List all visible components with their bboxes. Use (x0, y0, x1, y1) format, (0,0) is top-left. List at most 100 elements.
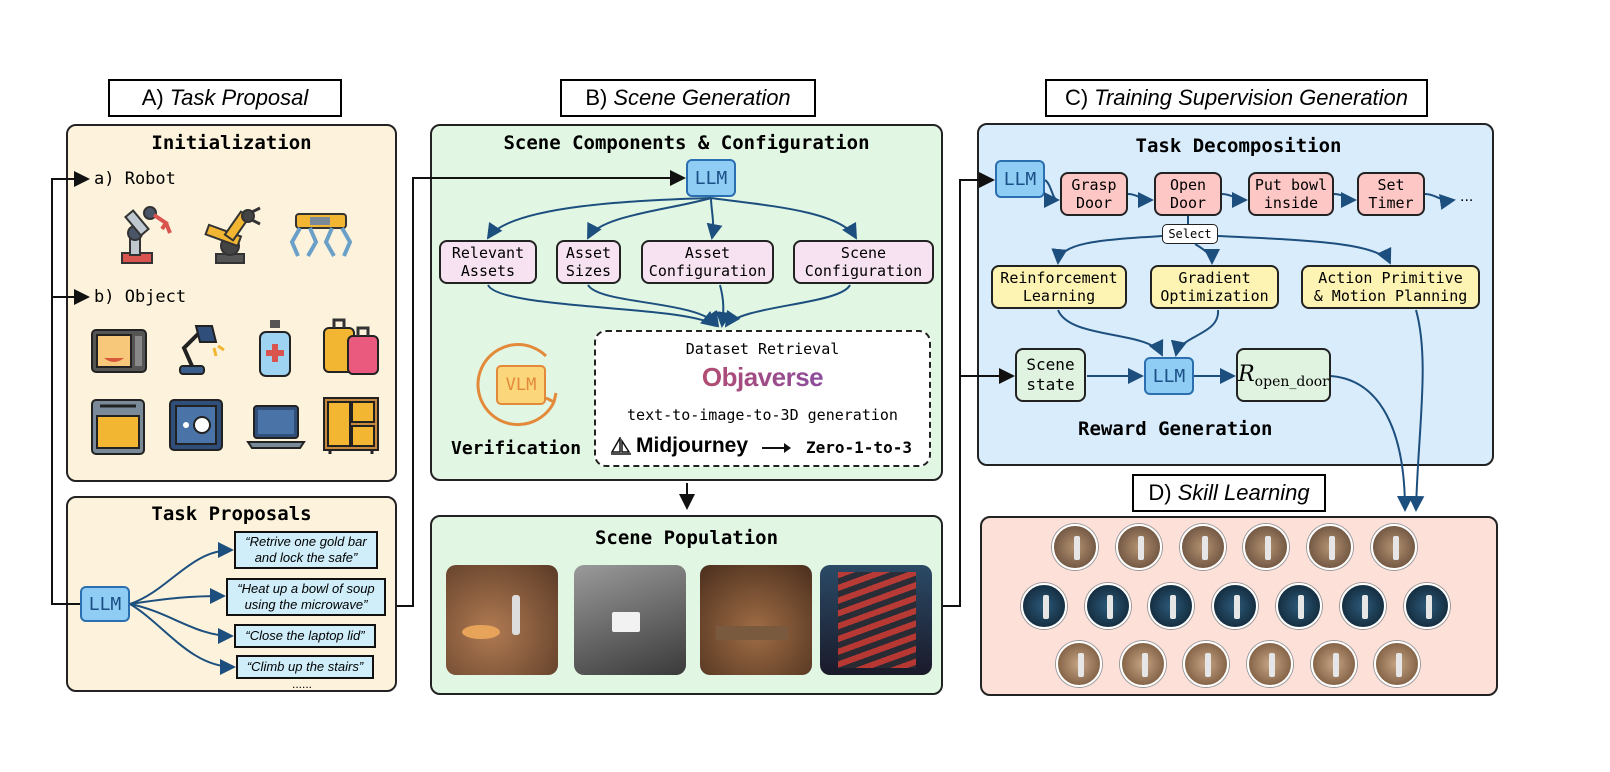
section-d-name: Skill Learning (1177, 480, 1310, 505)
scene-state-box: Scene state (1015, 348, 1086, 402)
skill-thumbnail (1085, 583, 1131, 629)
skill-robot-shape (1170, 595, 1176, 619)
reward-subscript: open_door (1254, 374, 1329, 390)
skill-robot-shape (1234, 595, 1240, 619)
skill-thumbnail (1120, 641, 1166, 687)
scene-thumbnail (700, 565, 812, 675)
initialization-title: Initialization (151, 132, 312, 154)
section-title-d: D)Skill Learning (1132, 474, 1326, 512)
subtask-put-bowl-inside: Put bowl inside (1248, 172, 1334, 216)
stairs-shape (838, 572, 916, 668)
skill-robot-shape (1107, 595, 1113, 619)
microwave-shape (612, 612, 640, 632)
soap-dispenser-icon (259, 320, 291, 377)
safe-icon (169, 399, 223, 451)
section-c-name: Training Supervision Generation (1094, 85, 1409, 110)
microwave-icon (91, 329, 147, 373)
skill-thumbnail (1116, 524, 1162, 570)
skill-thumbnail (1148, 583, 1194, 629)
skill-thumbnail (1056, 641, 1102, 687)
robot-arm-icon (121, 206, 172, 264)
skill-robot-shape (1393, 536, 1399, 560)
proposal-item: “Close the laptop lid” (234, 624, 376, 648)
objaverse-logo: Objaverse (594, 362, 931, 393)
reward-generation-title: Reward Generation (1078, 418, 1273, 440)
task-decomposition-title: Task Decomposition (1135, 135, 1342, 157)
skill-robot-shape (1205, 653, 1211, 677)
laptop-icon (246, 405, 306, 449)
section-c-prefix: C) (1064, 85, 1089, 110)
verification-label: Verification (451, 438, 582, 459)
section-d-prefix: D) (1148, 480, 1172, 505)
section-title-b: B)Scene Generation (560, 79, 816, 117)
zero123-label: Zero-1-to-3 (806, 438, 912, 457)
llm-task-proposal: LLM (80, 586, 130, 622)
skill-thumbnail (1243, 524, 1289, 570)
vlm-box: VLM (496, 365, 546, 405)
section-a-prefix: A) (141, 85, 164, 110)
midjourney-label: Midjourney (636, 434, 749, 457)
scene-population-title: Scene Population (594, 527, 779, 549)
generation-text: text-to-image-to-3D generation (627, 406, 898, 424)
skill-robot-shape (1269, 653, 1275, 677)
llm-scene: LLM (686, 159, 736, 197)
subtask-set-timer: Set Timer (1357, 172, 1425, 216)
quadruped-robot-icon (289, 213, 353, 257)
skill-robot-shape (1078, 653, 1084, 677)
desk-lamp-icon (179, 325, 225, 375)
component-asset-configuration: Asset Configuration (641, 240, 774, 284)
method-action-primitive: Action Primitive & Motion Planning (1301, 265, 1480, 309)
skill-robot-shape (1138, 536, 1144, 560)
component-scene-configuration: Scene Configuration (793, 240, 934, 284)
section-title-c: C)Training Supervision Generation (1045, 79, 1428, 117)
subtask-more: ... (1460, 188, 1474, 205)
skill-robot-shape (1202, 536, 1208, 560)
skill-grid (0, 0, 1, 1)
skill-robot-shape (1362, 595, 1368, 619)
dishwasher-icon (91, 399, 145, 455)
skill-thumbnail (1311, 641, 1357, 687)
skill-thumbnail (1021, 583, 1067, 629)
proposal-item: “Retrive one gold bar and lock the safe” (234, 531, 378, 569)
suitcase-icon (323, 318, 379, 375)
proposal-item: “Heat up a bowl of soup using the microw… (226, 578, 386, 616)
skill-robot-shape (1333, 653, 1339, 677)
skill-robot-shape (1043, 595, 1049, 619)
select-badge: Select (1162, 224, 1218, 244)
skill-robot-shape (1396, 653, 1402, 677)
robot-shape (512, 595, 520, 635)
skill-thumbnail (1371, 524, 1417, 570)
midjourney-sail-icon (610, 437, 631, 455)
skill-robot-shape (1329, 536, 1335, 560)
task-proposals-title: Task Proposals (151, 503, 312, 525)
skill-thumbnail (1180, 524, 1226, 570)
scene-components-title: Scene Components & Configuration (503, 132, 870, 154)
section-b-name: Scene Generation (613, 85, 791, 110)
robot-label: a) Robot (94, 169, 176, 189)
skill-thumbnail (1247, 641, 1293, 687)
section-title-a: A)Task Proposal (108, 79, 342, 117)
skill-robot-shape (1426, 595, 1432, 619)
scene-thumbnail (446, 565, 558, 675)
subtask-grasp-door: Grasp Door (1060, 172, 1128, 216)
skill-robot-shape (1265, 536, 1271, 560)
table-shape (462, 625, 500, 639)
method-gradient-optimization: Gradient Optimization (1150, 265, 1279, 309)
skill-thumbnail (1052, 524, 1098, 570)
dataset-retrieval-title: Dataset Retrieval (685, 340, 840, 358)
skill-thumbnail (1212, 583, 1258, 629)
skill-robot-shape (1074, 536, 1080, 560)
llm-reward: LLM (1144, 357, 1194, 395)
skill-thumbnail (1374, 641, 1420, 687)
component-asset-sizes: Asset Sizes (556, 240, 621, 284)
skill-thumbnail (1276, 583, 1322, 629)
method-reinforcement-learning: Reinforcement Learning (991, 265, 1127, 309)
llm-decomposition: LLM (995, 160, 1045, 198)
industrial-arm-icon (204, 206, 261, 264)
arrow-right-icon (762, 443, 791, 453)
skill-thumbnail (1340, 583, 1386, 629)
skill-thumbnail (1404, 583, 1450, 629)
skill-thumbnail (1183, 641, 1229, 687)
subtask-open-door: Open Door (1154, 172, 1222, 216)
